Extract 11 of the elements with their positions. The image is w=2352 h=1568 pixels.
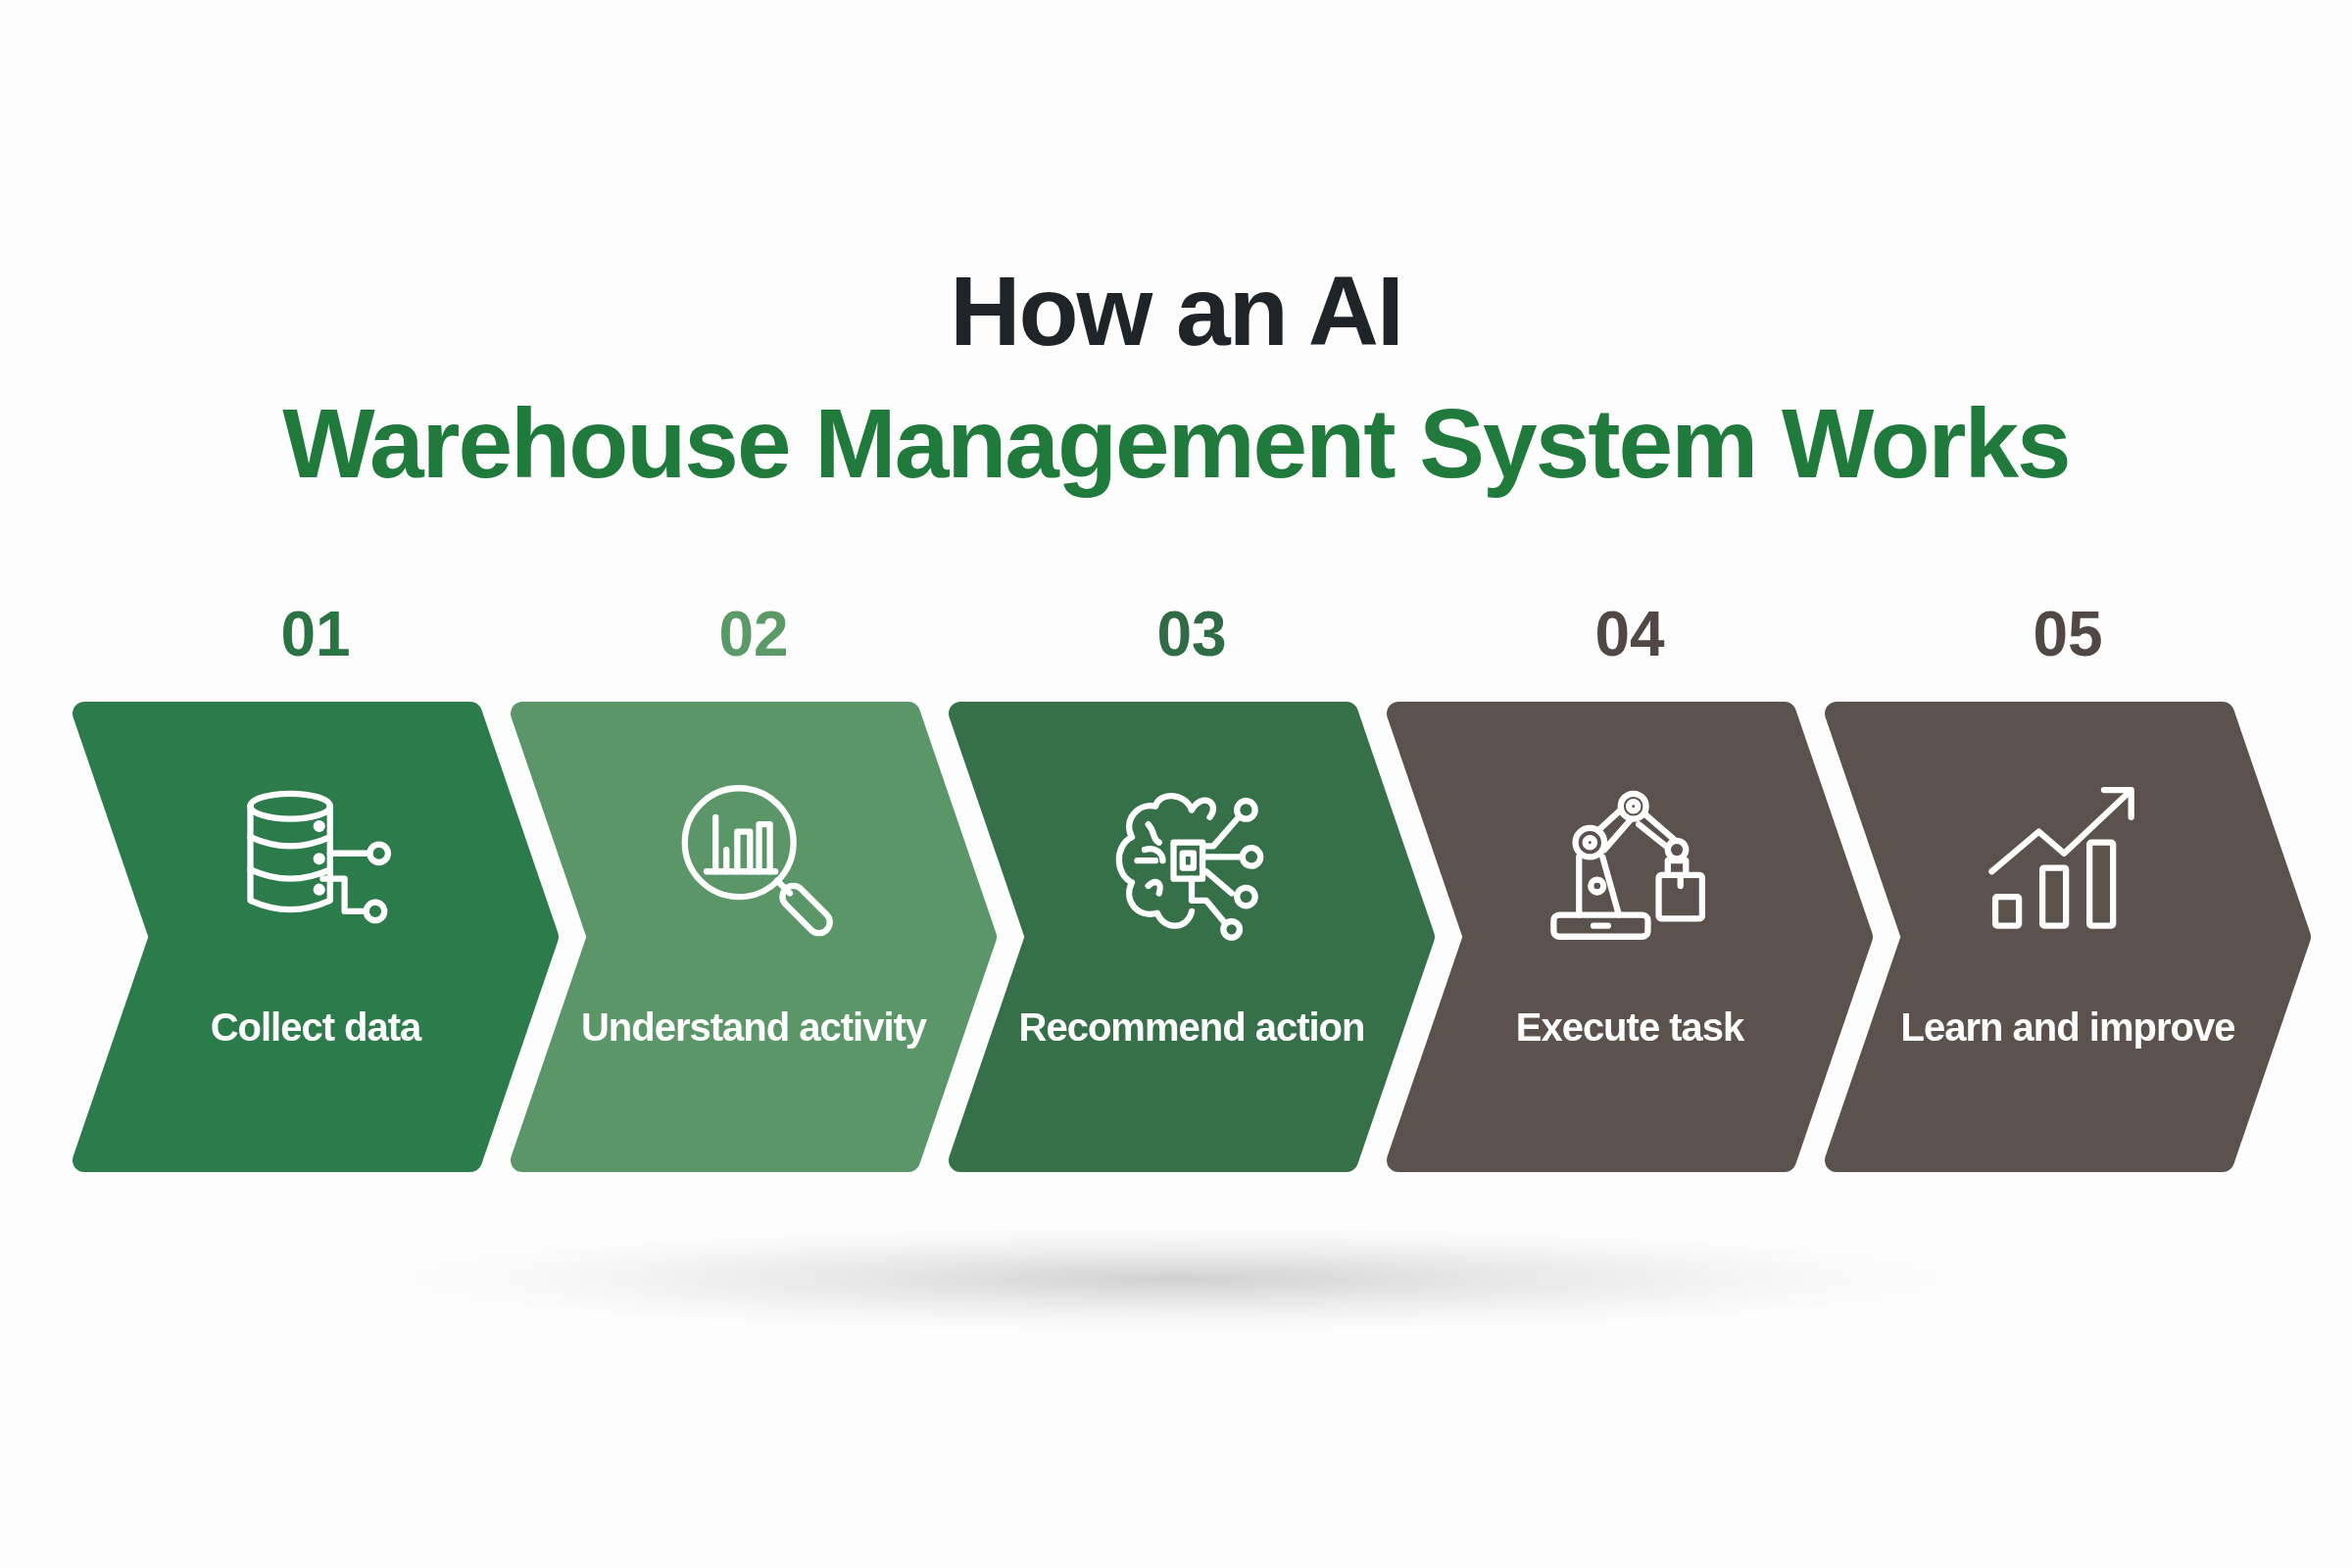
step-number: 03	[1156, 600, 1227, 668]
step-label: Collect data	[210, 1004, 421, 1051]
step-label: Understand activity	[580, 1004, 927, 1051]
step-number: 01	[280, 600, 351, 668]
step-number: 02	[718, 600, 789, 668]
step-number: 04	[1594, 600, 1665, 668]
step-number: 05	[2033, 600, 2103, 668]
step-label: Recommend action	[1018, 1004, 1365, 1051]
title: How an AI Warehouse Management System Works	[282, 255, 2070, 500]
step-label: Execute task	[1515, 1004, 1744, 1051]
step-label: Learn and improve	[1900, 1004, 2235, 1051]
